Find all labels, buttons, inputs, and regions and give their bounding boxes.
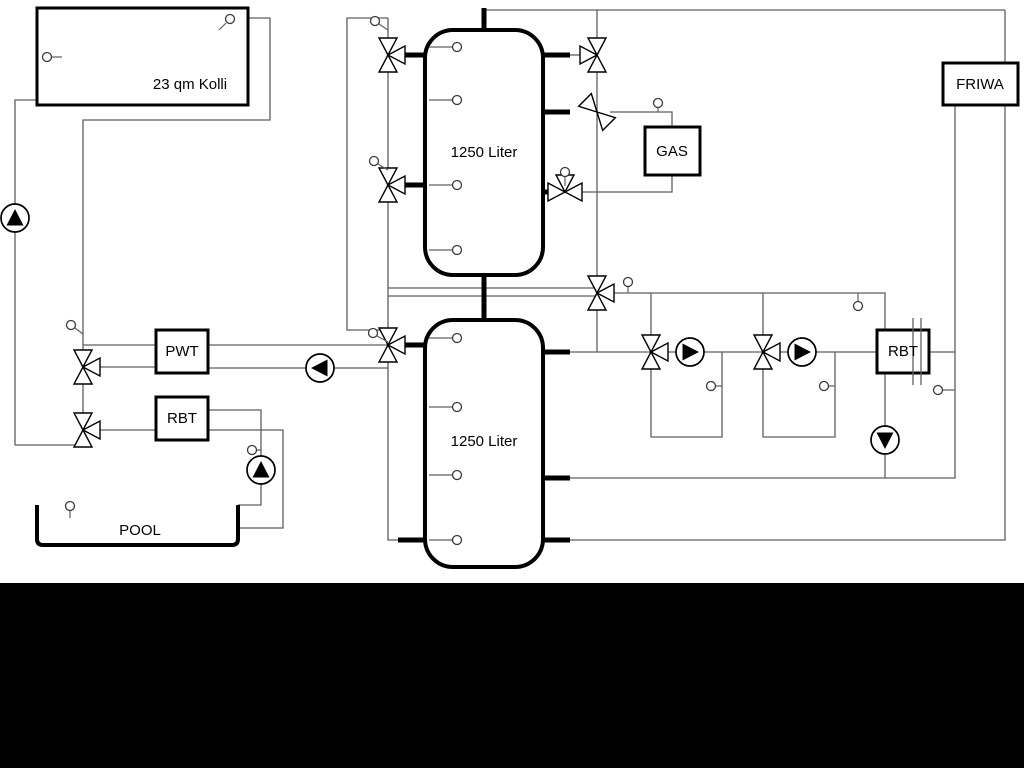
friwa-label: FRIWA	[956, 76, 1004, 93]
pool-pump-icon	[246, 455, 276, 485]
temp-sensor-icon	[559, 166, 571, 178]
pipe-segment	[387, 18, 425, 541]
pipe-segment	[570, 105, 1006, 541]
tank-top-label: 1250 Liter	[451, 144, 518, 161]
pipe-segment	[14, 99, 83, 446]
three-way-valve-icon	[579, 37, 607, 73]
temp-sensor-icon	[451, 332, 463, 344]
rbt-right-heat-exchanger-box	[875, 328, 931, 375]
pipe-segment	[82, 17, 271, 445]
tank-bottom-label: 1250 Liter	[451, 433, 518, 450]
solar-pump-icon	[0, 203, 30, 233]
temp-sensor-icon	[818, 380, 830, 392]
rbt-left-heat-exchanger-box	[154, 395, 210, 442]
pipe-segment	[558, 175, 673, 193]
gas-boiler-box	[643, 125, 702, 177]
temp-sensor-icon	[367, 327, 379, 339]
gas-label: GAS	[656, 143, 688, 160]
solar-collector-box	[35, 6, 250, 107]
pipe-segment	[610, 111, 673, 127]
collector-label: 23 qm Kolli	[153, 76, 227, 93]
temp-sensor-icon	[852, 300, 864, 312]
pool-label: POOL	[119, 522, 161, 539]
temp-sensor-icon	[652, 97, 664, 109]
three-way-valve-icon	[378, 37, 406, 73]
temp-sensor-icon	[368, 155, 380, 167]
sensor-tails	[52, 22, 955, 541]
heating-circuit2-pump-icon	[787, 337, 817, 367]
three-way-valve-icon	[587, 275, 615, 311]
temp-sensor-icon	[65, 319, 77, 331]
temp-sensor-icon	[451, 94, 463, 106]
rbt-left-label: RBT	[167, 410, 197, 427]
temp-sensor-icon	[246, 444, 258, 456]
temp-sensor-icon	[622, 276, 634, 288]
temp-sensor-icon	[451, 401, 463, 413]
three-way-valve-icon	[73, 349, 101, 385]
three-way-valve-icon	[378, 167, 406, 203]
temp-sensor-icon	[451, 534, 463, 546]
pwt-label: PWT	[165, 343, 198, 360]
temp-sensor-icon	[705, 380, 717, 392]
buffer-tank-top	[423, 28, 545, 277]
rbt-pump-icon	[870, 425, 900, 455]
temp-sensor-icon	[451, 244, 463, 256]
temp-sensor-icon	[451, 469, 463, 481]
temp-sensor-icon	[369, 15, 381, 27]
temp-sensor-icon	[224, 13, 236, 25]
pipe-segment	[612, 292, 886, 330]
bottom-black-bar	[0, 583, 1024, 768]
pool-basin	[35, 505, 240, 547]
pipe-segment	[570, 105, 956, 479]
three-way-valve-icon	[73, 412, 101, 448]
pipe-segment	[762, 352, 836, 438]
buffer-tank-bottom	[423, 318, 545, 569]
temp-sensor-icon	[451, 41, 463, 53]
temp-sensor-icon	[932, 384, 944, 396]
rbt-right-label: RBT	[888, 343, 918, 360]
pipe-segment	[650, 352, 723, 438]
sensors-layer	[41, 13, 955, 546]
heating-circuit1-pump-icon	[675, 337, 705, 367]
temp-sensor-icon	[451, 179, 463, 191]
pipe-segment	[346, 17, 388, 331]
pipe-segment	[208, 429, 284, 529]
friwa-station-box	[941, 61, 1020, 107]
pwt-heat-exchanger-box	[154, 328, 210, 375]
temp-sensor-icon	[64, 500, 76, 512]
temp-sensor-icon	[41, 51, 53, 63]
pwt-pump-icon	[305, 353, 335, 383]
